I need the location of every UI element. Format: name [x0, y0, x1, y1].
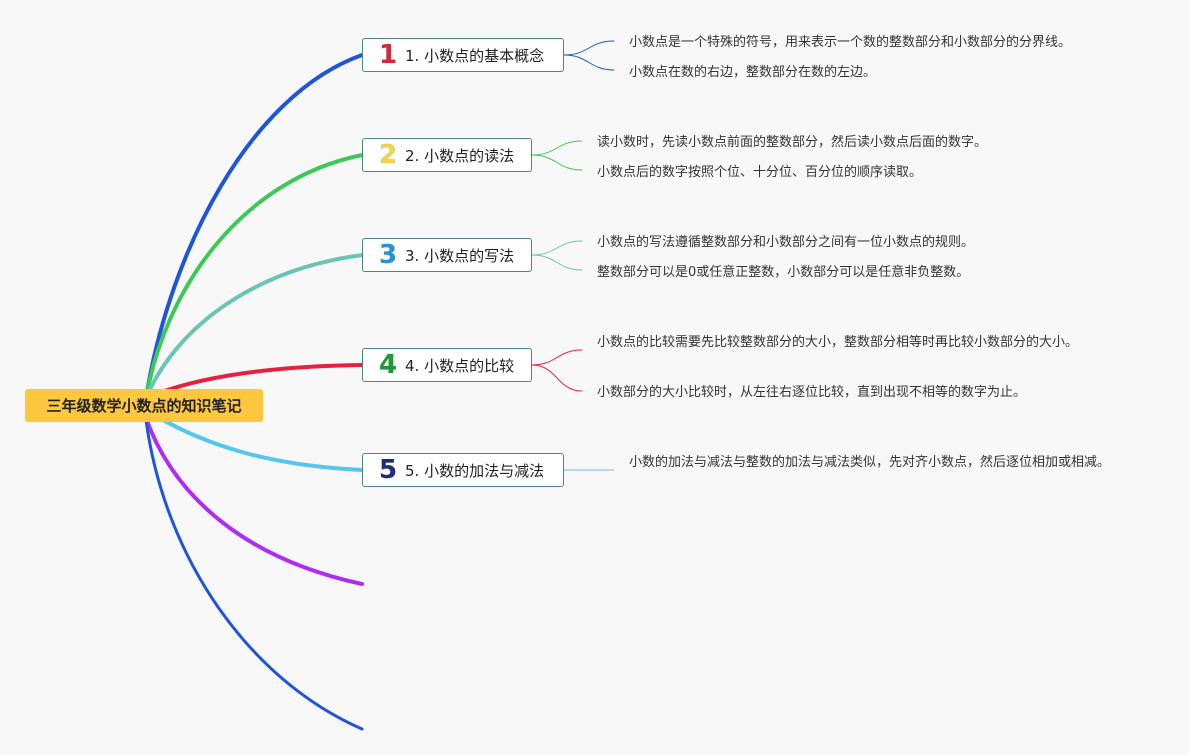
- branch-line-3: [144, 253, 364, 400]
- branch-line-5: [144, 408, 364, 472]
- number-3-icon: 3: [378, 240, 398, 271]
- number-2-icon: 2: [378, 140, 398, 171]
- topic-label: 3. 小数点的写法: [405, 246, 515, 265]
- note-5-1[interactable]: 小数的加法与减法与整数的加法与减法类似，先对齐小数点，然后逐位相加或相减。: [629, 455, 1111, 470]
- number-1-icon: 1: [378, 40, 398, 71]
- branch-line-empty-2: [144, 418, 364, 731]
- topic-label: 1. 小数点的基本概念: [405, 46, 545, 65]
- topic-reading[interactable]: 2 2. 小数点的读法: [362, 138, 532, 172]
- leaf-link-1-1: [563, 40, 615, 56]
- topic-writing[interactable]: 3 3. 小数点的写法: [362, 238, 532, 272]
- root-topic[interactable]: 三年级数学小数点的知识笔记: [25, 389, 263, 422]
- topic-label: 4. 小数点的比较: [405, 356, 515, 375]
- root-title: 三年级数学小数点的知识笔记: [46, 397, 242, 415]
- leaf-link-2-2: [531, 154, 583, 171]
- topic-basic-concept[interactable]: 1 1. 小数点的基本概念: [362, 38, 564, 72]
- note-1-1[interactable]: 小数点是一个特殊的符号，用来表示一个数的整数部分和小数部分的分界线。: [629, 35, 1072, 50]
- topic-label: 5. 小数的加法与减法: [405, 461, 545, 480]
- topic-comparison[interactable]: 4 4. 小数点的比较: [362, 348, 532, 382]
- note-4-1[interactable]: 小数点的比较需要先比较整数部分的大小，整数部分相等时再比较小数部分的大小。: [597, 335, 1079, 350]
- branch-line-2: [144, 153, 364, 400]
- branch-line-empty-1: [144, 416, 364, 586]
- leaf-link-3-2: [531, 254, 583, 271]
- number-5-icon: 5: [378, 455, 398, 486]
- note-2-1[interactable]: 读小数时，先读小数点前面的整数部分，然后读小数点后面的数字。: [597, 135, 988, 150]
- leaf-link-2-1: [531, 140, 583, 156]
- leaf-link-1-2: [563, 54, 615, 71]
- note-3-1[interactable]: 小数点的写法遵循整数部分和小数部分之间有一位小数点的规则。: [597, 235, 975, 250]
- topic-label: 2. 小数点的读法: [405, 146, 515, 165]
- topic-add-subtract[interactable]: 5 5. 小数的加法与减法: [362, 453, 564, 487]
- note-4-2[interactable]: 小数部分的大小比较时，从左往右逐位比较，直到出现不相等的数字为止。: [597, 385, 1027, 400]
- number-4-icon: 4: [378, 350, 398, 381]
- leaf-link-4-2: [531, 364, 583, 392]
- leaf-link-4-1: [531, 349, 583, 366]
- branch-line-1: [144, 53, 364, 400]
- note-2-2[interactable]: 小数点后的数字按照个位、十分位、百分位的顺序读取。: [597, 165, 923, 180]
- note-1-2[interactable]: 小数点在数的右边，整数部分在数的左边。: [629, 65, 877, 80]
- note-3-2[interactable]: 整数部分可以是0或任意正整数，小数部分可以是任意非负整数。: [597, 265, 970, 280]
- leaf-link-3-1: [531, 240, 583, 256]
